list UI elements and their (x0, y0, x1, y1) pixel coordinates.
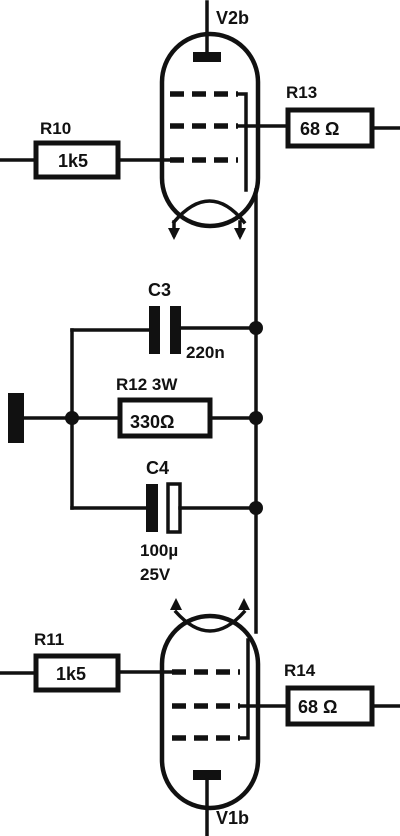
c4-voltage: 25V (140, 565, 171, 584)
c4-value: 100µ (140, 541, 178, 560)
v2b-label: V2b (216, 8, 249, 28)
v1b-anode (193, 770, 221, 780)
r12-resistor (117, 397, 213, 439)
r13-label: R13 (286, 83, 317, 102)
node-r12 (249, 411, 263, 425)
r11-value: 1k5 (56, 664, 86, 684)
c3-label: C3 (148, 280, 171, 300)
c4-capacitor (146, 484, 158, 532)
r12-value: 330Ω (130, 412, 174, 432)
v1b-label: V1b (216, 808, 249, 828)
tube-v2b (159, 0, 261, 240)
r11-label: R11 (34, 630, 64, 649)
node-c3 (249, 321, 263, 335)
r10-value: 1k5 (58, 151, 88, 171)
r14-resistor (285, 685, 375, 727)
r14-label: R14 (284, 661, 316, 680)
r14-value: 68 Ω (298, 697, 337, 717)
node-c4 (249, 501, 263, 515)
r12-label: R12 3W (116, 375, 178, 394)
c3-capacitor (149, 306, 160, 354)
tube-v1b (159, 598, 261, 836)
v2b-anode (193, 52, 221, 62)
c4-label: C4 (146, 458, 169, 478)
c3-value: 220n (186, 343, 225, 362)
r10-label: R10 (40, 119, 71, 138)
r13-value: 68 Ω (300, 119, 339, 139)
input-terminal (8, 393, 24, 443)
